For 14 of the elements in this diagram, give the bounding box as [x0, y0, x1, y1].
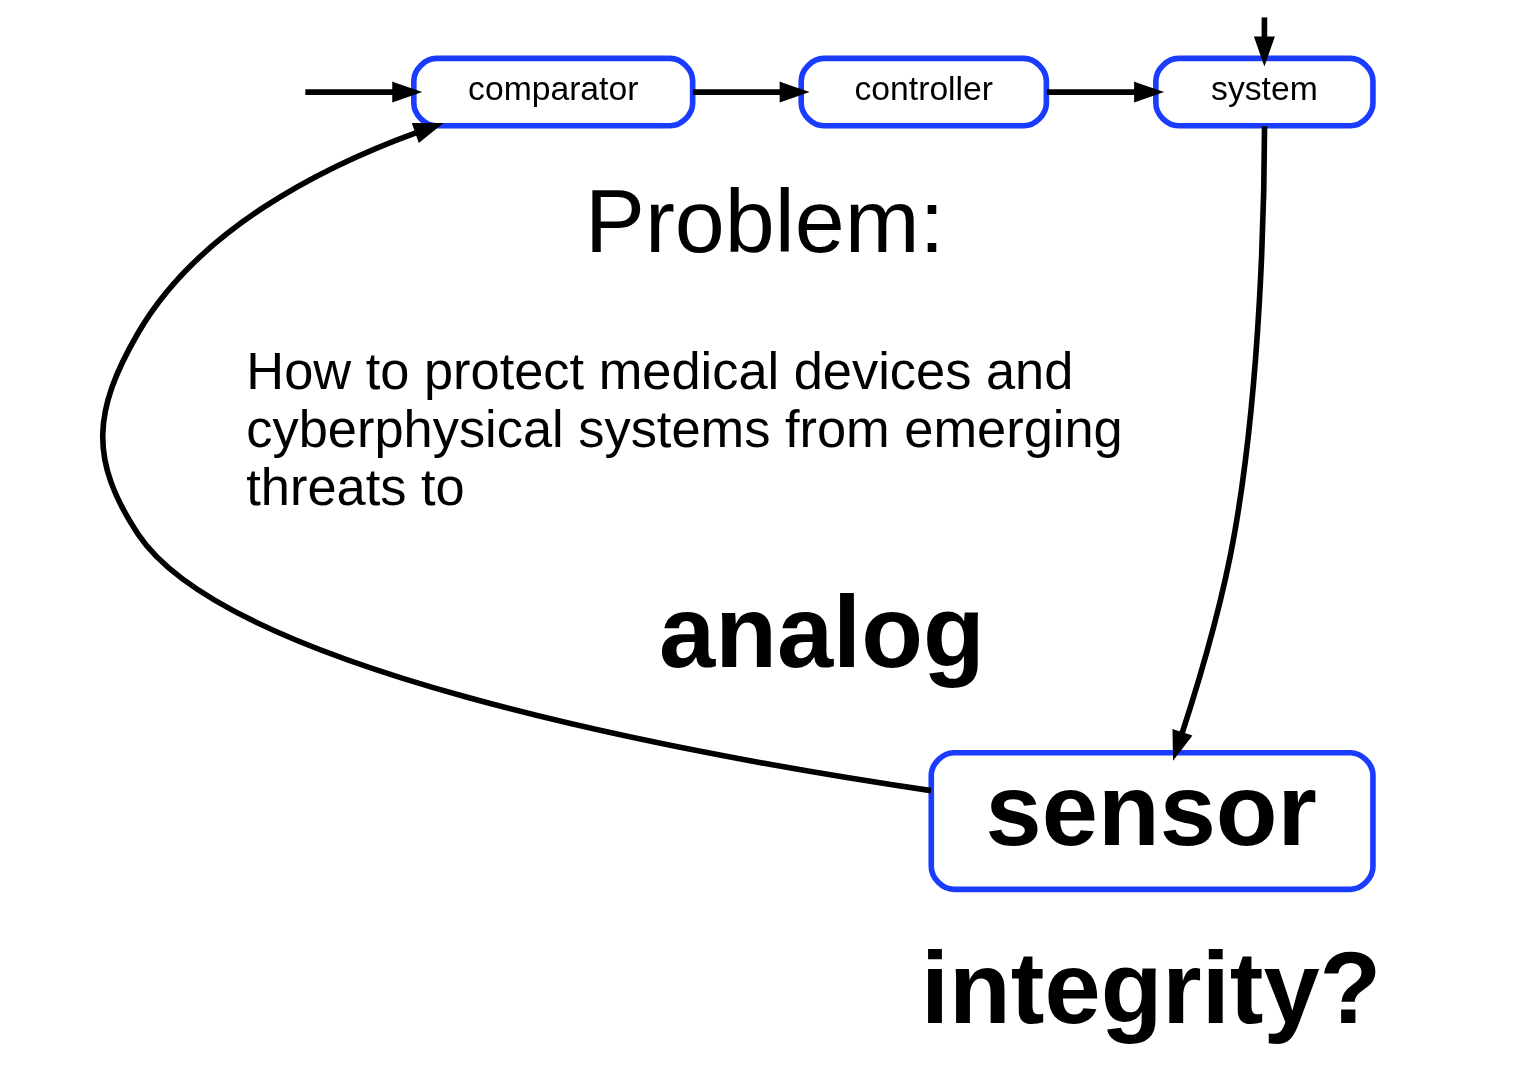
- label: analog: [658, 576, 985, 688]
- label: How to protect medical devices and cyberphysical systems from emerging threats to: [245, 341, 1123, 516]
- node-box: system: [1152, 55, 1376, 129]
- arrow: [304, 81, 422, 103]
- node-box: sensor: [927, 749, 1376, 893]
- arrow: [1253, 17, 1275, 67]
- label: integrity?: [920, 931, 1381, 1044]
- arrow: [1046, 81, 1164, 103]
- label: Problem:: [584, 170, 944, 271]
- node-box: controller: [797, 55, 1049, 129]
- arrow: [99, 123, 932, 794]
- arrow: [692, 81, 810, 103]
- node-box: comparator: [410, 55, 695, 129]
- arrow: [1172, 126, 1267, 761]
